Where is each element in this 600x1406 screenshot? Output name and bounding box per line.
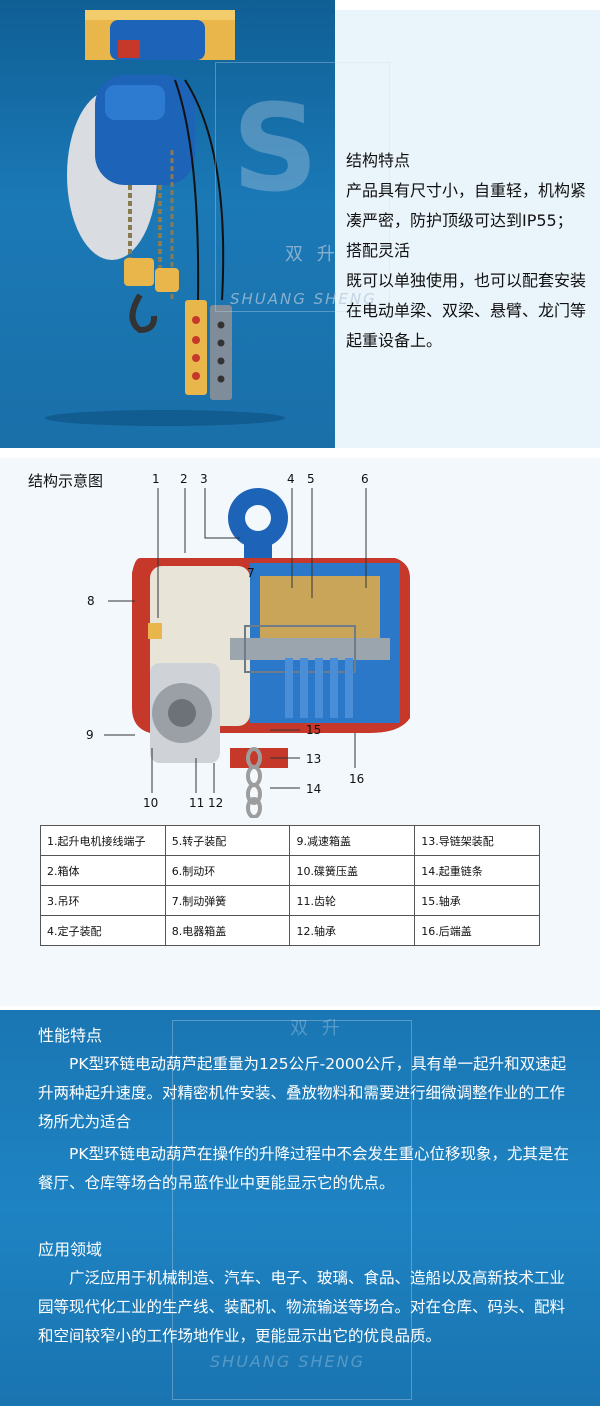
watermark-frame (215, 62, 390, 312)
watermark-en: SHUANG SHENG (230, 290, 377, 308)
application-title: 应用领域 (38, 1240, 103, 1259)
callout-3: 3 (200, 472, 208, 486)
legend-cell: 7.制动弹簧 (164, 885, 291, 916)
callout-8: 8 (87, 594, 95, 608)
legend-cell: 3.吊环 (40, 885, 166, 916)
hoist-cutaway-illustration (104, 488, 410, 818)
intro-text-panel (335, 10, 600, 448)
callout-11: 11 (189, 796, 205, 810)
watermark-cn-bottom: 双 升 (290, 1018, 344, 1039)
features-heading: 结构特点 (346, 151, 411, 170)
performance-title: 性能特点 (38, 1026, 103, 1045)
callout-7: 7 (247, 566, 255, 580)
watermark-frame-bottom (172, 1020, 412, 1400)
watermark-cn: 双 升 (285, 244, 339, 265)
legend-cell: 2.箱体 (40, 855, 166, 886)
legend-cell: 10.碟簧压盖 (289, 855, 416, 886)
structure-features: 结构特点 产品具有尺寸小，自重轻，机构紧凑严密，防护顶级可达到IP55； 搭配灵… (346, 146, 591, 356)
features-paragraph: 产品具有尺寸小，自重轻，机构紧凑严密，防护顶级可达到IP55； (346, 181, 587, 230)
legend-cell: 4.定子装配 (40, 915, 166, 946)
callout-2: 2 (180, 472, 188, 486)
callout-5: 5 (307, 472, 315, 486)
legend-cell: 5.转子装配 (164, 825, 291, 856)
callout-6: 6 (361, 472, 369, 486)
legend-cell: 16.后端盖 (414, 915, 540, 946)
flexible-paragraph: 既可以单独使用，也可以配套安装在电动单梁、双梁、悬臂、龙门等起重设备上。 (346, 271, 587, 350)
legend-cell: 11.齿轮 (289, 885, 416, 916)
flexible-heading: 搭配灵活 (346, 241, 411, 260)
callout-9: 9 (86, 728, 94, 742)
legend-cell: 9.减速箱盖 (289, 825, 416, 856)
callout-16: 16 (349, 772, 365, 786)
legend-cell: 6.制动环 (164, 855, 291, 886)
diagram-title: 结构示意图 (28, 472, 104, 490)
callout-1: 1 (152, 472, 160, 486)
performance-paragraph-1: PK型环链电动葫芦起重量为125公斤-2000公斤，具有单一起升和双速起升两种起… (38, 1055, 567, 1131)
application-paragraph: 广泛应用于机械制造、汽车、电子、玻璃、食品、造船以及高新技术工业园等现代化工业的… (38, 1269, 566, 1345)
hoist-illustration (45, 10, 285, 426)
legend-cell: 12.轴承 (289, 915, 416, 946)
legend-cell: 14.起重链条 (414, 855, 540, 886)
legend-cell: 1.起升电机接线端子 (40, 825, 166, 856)
callout-12: 12 (208, 796, 224, 810)
callout-14: 14 (306, 782, 322, 796)
watermark-en-bottom: SHUANG SHENG (210, 1352, 365, 1371)
watermark-logo: S (232, 80, 319, 219)
performance-section: 双 升 SHUANG SHENG 性能特点 PK型环链电动葫芦起重量为125公斤… (0, 1010, 600, 1406)
performance-paragraph-2: PK型环链电动葫芦在操作的升降过程中不会发生重心位移现象，尤其是在餐厅、仓库等场… (38, 1145, 570, 1192)
callout-10: 10 (143, 796, 159, 810)
structure-diagram-section: 结构示意图 (0, 458, 600, 1006)
callout-15: 15 (306, 723, 322, 737)
legend-cell: 15.轴承 (414, 885, 540, 916)
callout-13: 13 (306, 752, 322, 766)
intro-section: S 双 升 SHUANG SHENG 结构特点 产品具有尺寸小，自重轻，机构紧凑… (0, 0, 600, 448)
legend-cell: 13.导链架装配 (414, 825, 540, 856)
product-photo-panel (0, 0, 335, 448)
legend-cell: 8.电器箱盖 (164, 915, 291, 946)
callout-4: 4 (287, 472, 295, 486)
